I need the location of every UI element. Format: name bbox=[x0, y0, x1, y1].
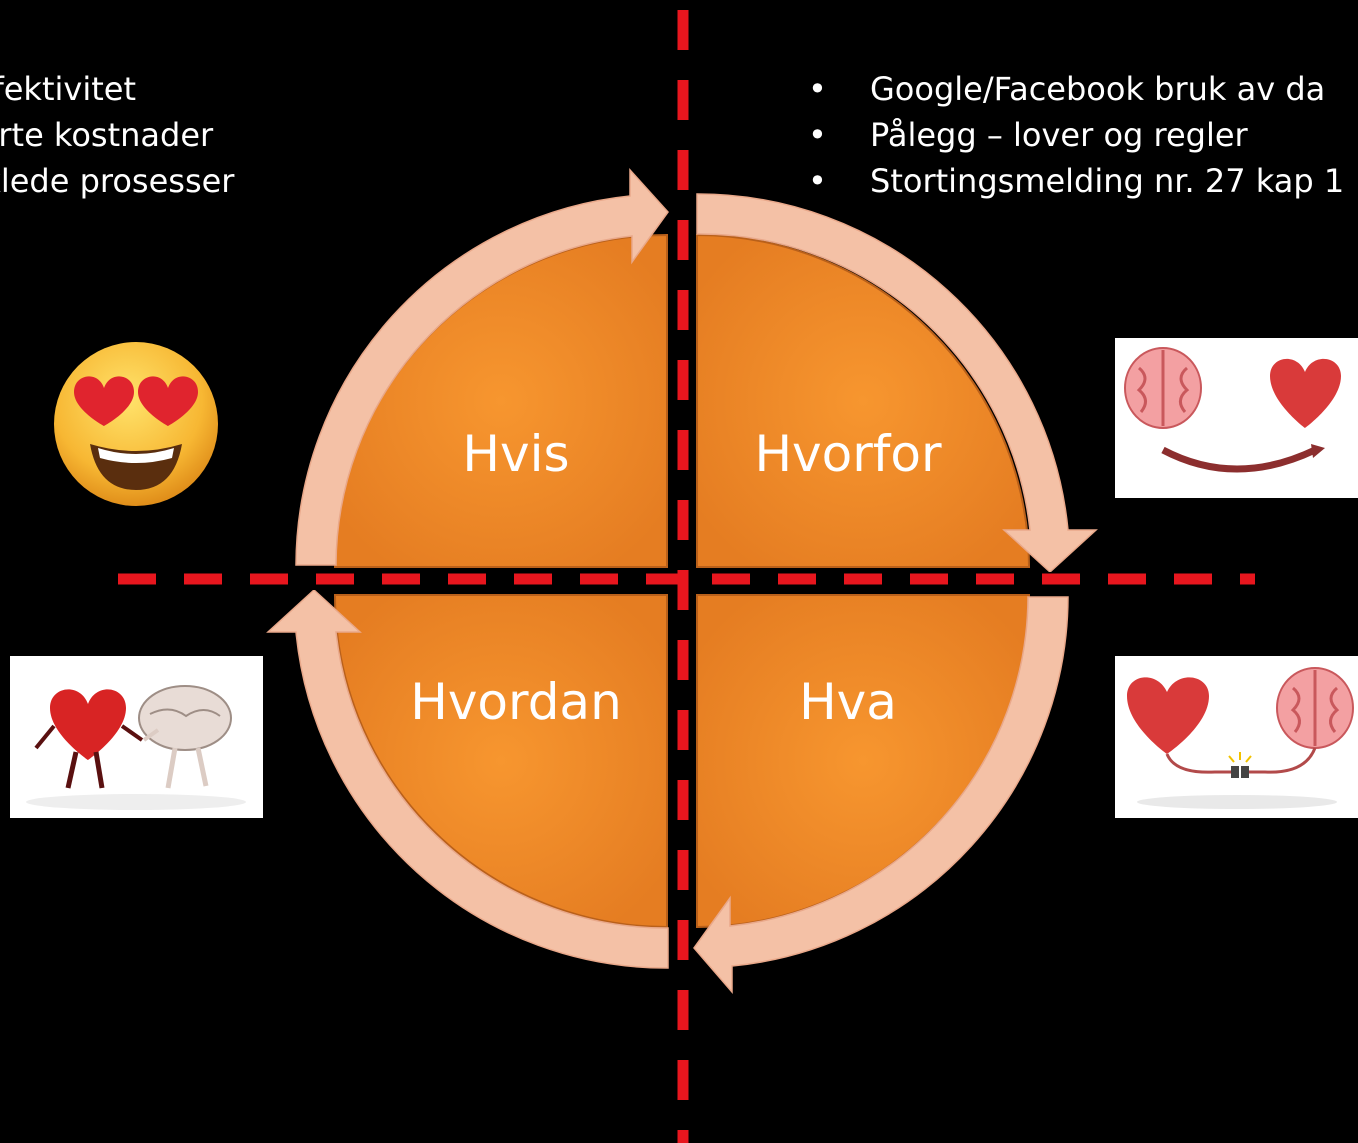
label-hvorfor: Hvorfor bbox=[754, 425, 942, 483]
arrow-top-left-icon bbox=[295, 168, 669, 566]
brain-character-icon bbox=[138, 685, 232, 789]
crosshair-lines bbox=[118, 10, 1255, 1143]
left-bullet-1: effektivitet bbox=[0, 70, 136, 108]
quadrant-bottom-right bbox=[696, 594, 1031, 929]
right-bullet-3: Stortingsmelding nr. 27 kap 1 bbox=[808, 158, 1344, 204]
left-bullet-3: nklede prosesser bbox=[0, 162, 235, 200]
brain-heart-arc-image bbox=[1115, 338, 1358, 498]
heart-eyes-emoji-icon bbox=[54, 342, 218, 506]
heart-brain-holding-hands-icon bbox=[26, 685, 246, 810]
label-hvis: Hvis bbox=[462, 425, 570, 483]
heart-icon bbox=[1270, 358, 1341, 428]
brain-icon bbox=[1124, 347, 1202, 429]
heart-brain-holding-hands-image bbox=[10, 656, 263, 818]
brain-icon bbox=[1276, 667, 1354, 749]
heart-icon bbox=[1127, 677, 1209, 754]
heart-brain-plug-image bbox=[1115, 656, 1358, 818]
heart-brain-plug-icon bbox=[1127, 667, 1354, 809]
quadrant-bottom-left bbox=[333, 594, 668, 929]
right-bullet-1: Google/Facebook bruk av da bbox=[808, 66, 1344, 112]
quadrant-top-left bbox=[333, 233, 668, 568]
label-hvordan: Hvordan bbox=[410, 673, 622, 731]
left-bullet-2: serte kostnader bbox=[0, 116, 214, 154]
arrow-bottom-right-icon bbox=[693, 596, 1069, 995]
cycle-arrows bbox=[266, 168, 1098, 995]
quadrant-top-right bbox=[696, 233, 1031, 568]
heart-character-icon bbox=[50, 689, 126, 760]
arrow-top-right-icon bbox=[696, 193, 1098, 574]
right-bullet-2: Pålegg – lover og regler bbox=[808, 112, 1344, 158]
brain-heart-arc-icon bbox=[1124, 347, 1341, 473]
right-bullet-list: Google/Facebook bruk av da Pålegg – love… bbox=[808, 66, 1344, 204]
label-hva: Hva bbox=[799, 673, 897, 731]
arrow-bottom-left-icon bbox=[266, 588, 669, 969]
left-text-block: effektivitet serte kostnader nklede pros… bbox=[0, 66, 234, 204]
